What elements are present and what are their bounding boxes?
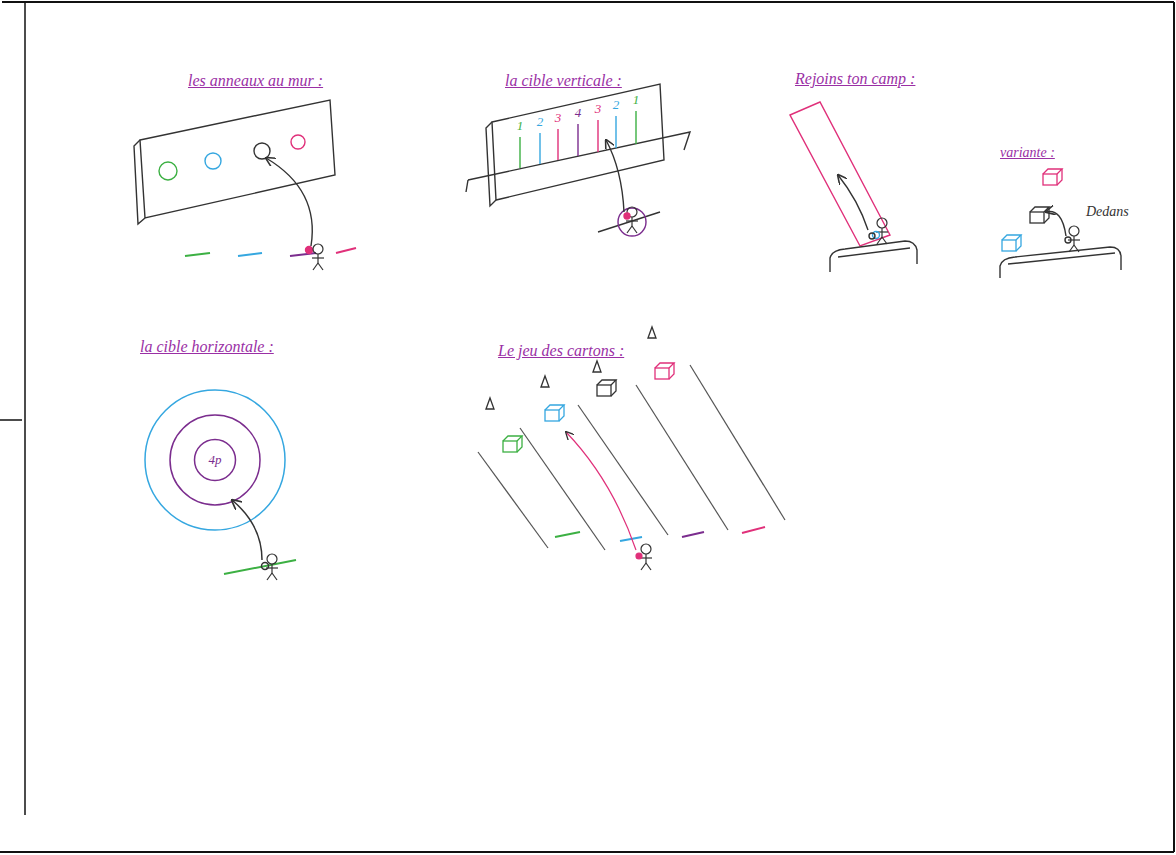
vertical-target-sketch: [635, 111, 636, 144]
page-frame: [0, 419, 22, 421]
page-frame: [0, 851, 1174, 853]
join-your-camp-sketch: [1008, 253, 1115, 264]
boxes-game-sketch: [578, 405, 668, 535]
note-label: Dedans: [1086, 204, 1129, 220]
section-heading: la cible verticale :: [505, 72, 622, 90]
horizontal-target-sketch: [224, 560, 296, 574]
boxes-game-sketch: [655, 363, 674, 379]
horizontal-target-sketch: [232, 500, 262, 560]
boxes-game-sketch: [566, 432, 636, 550]
boxes-game-sketch: [486, 398, 494, 409]
boxes-game-sketch: [503, 436, 522, 452]
join-your-camp-sketch: [1000, 247, 1121, 278]
boxes-game-sketch: [545, 405, 564, 421]
score-number: 2: [613, 98, 620, 113]
section-heading: les anneaux au mur :: [188, 72, 323, 90]
vertical-target-sketch: [624, 213, 630, 219]
wall-rings-sketch: [134, 140, 145, 224]
horizontal-target-sketch: [145, 390, 285, 530]
vertical-target-sketch: [466, 84, 690, 236]
boxes-game-sketch: [520, 428, 605, 550]
join-your-camp-sketch: [876, 218, 888, 244]
score-number: 3: [555, 111, 562, 126]
wall-rings-sketch: [205, 153, 221, 169]
wall-rings-sketch: [185, 253, 210, 256]
wall-rings-sketch: [336, 248, 356, 253]
vertical-target-sketch: [606, 140, 624, 212]
join-your-camp-sketch: [838, 248, 910, 257]
boxes-game-sketch: [541, 376, 549, 387]
join-your-camp-sketch: [838, 175, 868, 230]
vertical-target-sketch: [557, 129, 558, 160]
wall-rings-sketch: [266, 158, 312, 246]
wall-rings-sketch: [254, 143, 270, 159]
wall-rings-sketch: [159, 162, 177, 180]
join-your-camp-sketch: [1030, 207, 1049, 223]
target-center: 4p: [193, 438, 237, 482]
target-score: 4p: [193, 452, 237, 468]
join-your-camp-sketch: [830, 241, 917, 272]
vertical-target-sketch: [492, 84, 664, 200]
vertical-target-sketch: [486, 122, 496, 206]
vertical-target-sketch: [618, 208, 646, 236]
score-number: 2: [537, 115, 544, 130]
join-your-camp-sketch: [1046, 212, 1066, 237]
boxes-game-sketch: [636, 385, 728, 530]
boxes-game-sketch: [555, 532, 580, 537]
variant-heading: variante :: [1000, 145, 1055, 161]
boxes-game-sketch: [648, 327, 656, 338]
join-your-camp-sketch: [873, 232, 880, 239]
vertical-target-sketch: [626, 207, 638, 233]
boxes-game-sketch: [597, 380, 616, 396]
vertical-target-sketch: [597, 120, 598, 152]
page-frame: [2, 1, 1174, 3]
join-your-camp-sketch: [790, 102, 1121, 278]
vertical-target-sketch: [598, 212, 660, 232]
boxes-game-sketch: [636, 553, 642, 559]
vertical-target-sketch: [466, 180, 468, 192]
boxes-game-sketch: [742, 527, 765, 533]
join-your-camp-sketch: [790, 102, 890, 246]
score-number: 1: [633, 93, 640, 108]
vertical-target-sketch: [519, 137, 520, 168]
join-your-camp-sketch: [1043, 169, 1062, 185]
section-heading: Le jeu des cartons :: [498, 342, 624, 360]
boxes-game-sketch: [690, 365, 785, 520]
vertical-target-sketch: [577, 124, 578, 156]
score-number: 1: [517, 119, 524, 134]
join-your-camp-sketch: [869, 233, 875, 239]
wall-rings-sketch: [291, 135, 305, 149]
wall-rings-sketch: [312, 244, 324, 270]
join-your-camp-sketch: [1065, 237, 1071, 243]
horizontal-target-sketch: [262, 563, 269, 570]
wall-rings-sketch: [134, 100, 356, 270]
boxes-game-sketch: [478, 452, 548, 548]
join-your-camp-sketch: [1068, 226, 1080, 252]
page-frame: [1173, 2, 1175, 852]
wall-rings-sketch: [238, 253, 262, 256]
section-heading: Rejoins ton camp :: [795, 70, 915, 88]
vertical-target-sketch: [468, 132, 690, 180]
section-heading: la cible horizontale :: [140, 338, 274, 356]
boxes-game-sketch: [682, 532, 704, 537]
wall-rings-sketch: [290, 253, 316, 256]
vertical-target-sketch: [539, 133, 540, 164]
page-frame: [24, 2, 26, 815]
score-number: 4: [575, 106, 582, 121]
score-number: 3: [595, 102, 602, 117]
wall-rings-sketch: [306, 247, 313, 254]
boxes-game-sketch: [478, 327, 785, 570]
horizontal-target-sketch: [145, 390, 296, 580]
horizontal-target-sketch: [170, 415, 260, 505]
join-your-camp-sketch: [1002, 235, 1021, 251]
vertical-target-sketch: [615, 116, 616, 148]
boxes-game-sketch: [593, 361, 601, 372]
